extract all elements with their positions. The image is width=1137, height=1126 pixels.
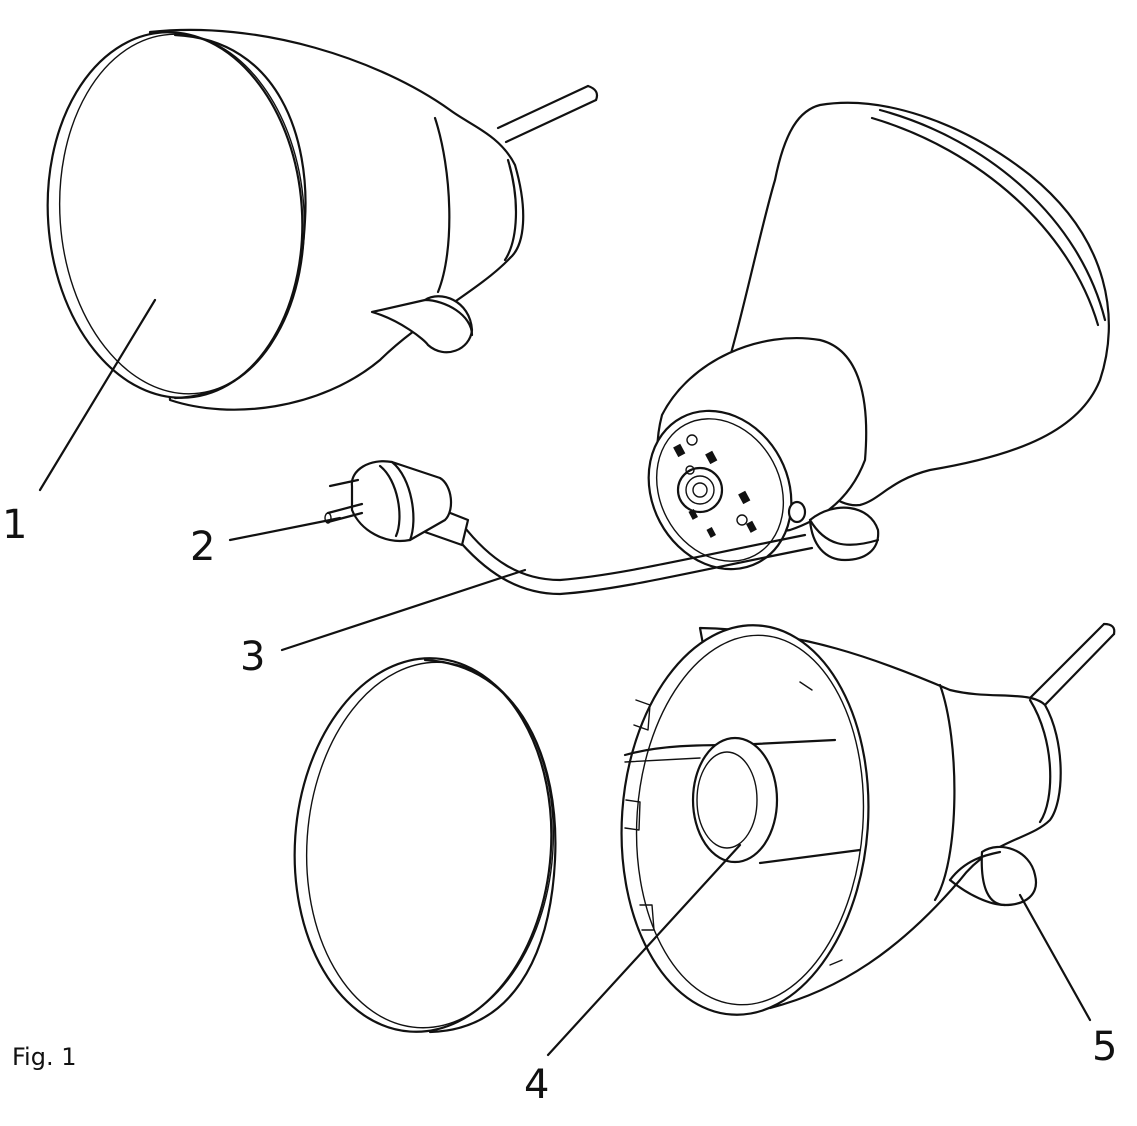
leader-line-2: [228, 516, 342, 542]
callout-5: 5: [1092, 1024, 1117, 1070]
callout-2: 2: [190, 524, 215, 570]
figure-caption: Fig. 1: [12, 1043, 77, 1071]
heater-front-view: [46, 28, 599, 411]
callout-3: 3: [240, 634, 265, 680]
front-cover-detached: [293, 657, 553, 1033]
cable-part-3: [460, 522, 807, 582]
leader-line-1: [38, 298, 157, 492]
callout-1: 1: [2, 502, 27, 548]
heating-element-part-4: [691, 736, 779, 864]
leader-line-3: [280, 568, 527, 652]
control-knob: [676, 466, 724, 514]
heater-back-view: [647, 101, 1110, 571]
plug-part-2: [350, 460, 453, 543]
foot-part-5: [980, 845, 1038, 907]
heater-exploded-view: [293, 622, 1116, 1034]
callout-4: 4: [524, 1062, 549, 1108]
leader-line-4: [546, 843, 742, 1057]
leader-line-5: [1018, 893, 1092, 1022]
power-cord: [324, 460, 814, 596]
